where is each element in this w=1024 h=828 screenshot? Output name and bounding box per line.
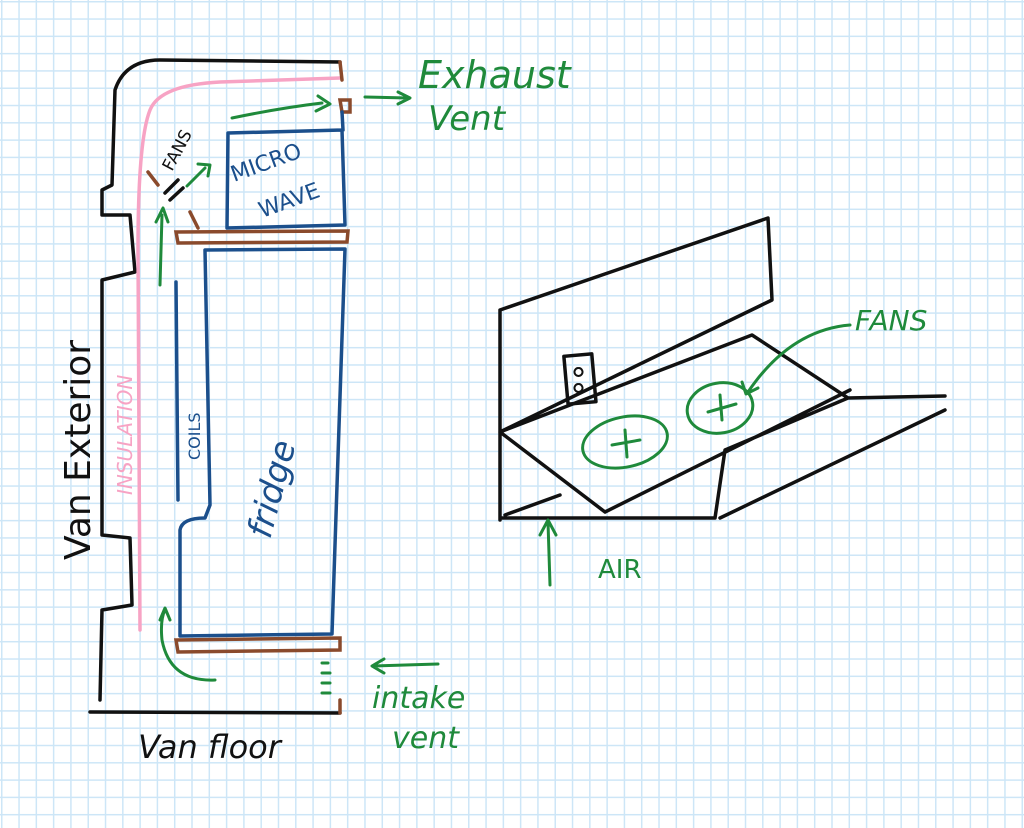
fridge-body <box>178 247 347 638</box>
van-wall-outline <box>98 58 342 702</box>
fridge-box-icon <box>573 367 584 393</box>
shelf-bottom <box>173 636 342 654</box>
fan-x-2 <box>706 393 738 422</box>
exhaust-arrow <box>363 90 412 106</box>
fan-circle-2 <box>685 381 755 435</box>
intake-vent <box>320 661 332 695</box>
microwave-label-2: WAVE <box>256 179 324 224</box>
fridge-box <box>562 352 598 406</box>
coils-label: COILS <box>185 412 204 460</box>
insulation-label: INSULATION <box>113 375 137 495</box>
insulation-line <box>136 76 342 632</box>
fan-circle-1 <box>581 414 669 470</box>
shelf-sketch-back <box>498 216 947 522</box>
airflow-arrow-top <box>230 94 332 120</box>
exhaust-vent <box>337 60 352 114</box>
microwave-box <box>225 110 347 230</box>
fans-pointer-arrow <box>740 323 852 396</box>
fans-label-left: FANS <box>159 127 197 175</box>
intake-arrow <box>370 657 440 675</box>
van-floor-label: Van floor <box>138 728 283 766</box>
vent-label: Vent <box>428 99 507 139</box>
air-arrow <box>538 518 558 587</box>
intake-vent-label: vent <box>392 721 460 756</box>
airflow-arrow-bottom <box>158 606 217 682</box>
airflow-arrow-up <box>154 206 170 287</box>
coils <box>174 280 180 502</box>
van-exterior-label: Van Exterior <box>58 340 99 560</box>
exhaust-label: Exhaust <box>418 53 573 97</box>
fridge-label: fridge <box>240 436 304 542</box>
fan-marks <box>163 178 185 202</box>
fan-x-1 <box>610 428 642 459</box>
fans-label-right: FANS <box>855 304 927 337</box>
van-floor-line <box>88 710 342 715</box>
shelf-top <box>173 229 350 245</box>
air-label: AIR <box>598 555 642 585</box>
intake-label: intake <box>372 681 465 716</box>
airflow-arrow-fans <box>185 162 212 188</box>
fan-duct <box>146 170 200 230</box>
microwave-label-1: MICRO <box>228 139 306 188</box>
